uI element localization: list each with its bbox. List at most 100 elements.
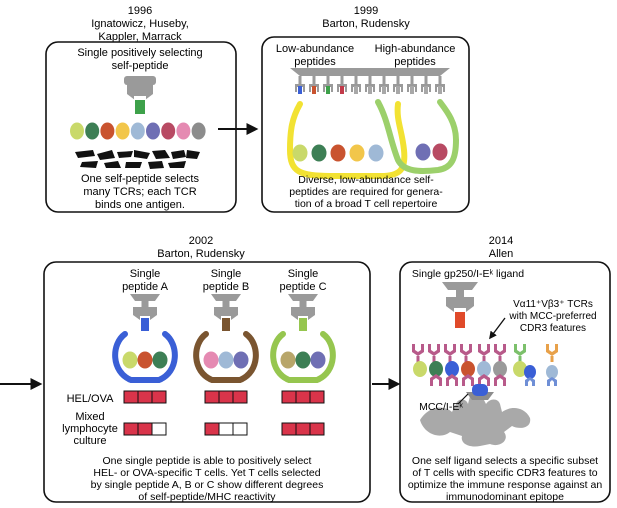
panel3-caption-line1: One single peptide is able to positively… xyxy=(103,455,312,467)
tcell xyxy=(122,351,138,369)
peptide xyxy=(382,86,386,94)
panel2-mhc-array xyxy=(290,68,450,94)
panel4-caption-line3: optimize the immune response against an xyxy=(408,479,603,491)
hel-box xyxy=(295,390,311,404)
peptide xyxy=(312,86,316,94)
peptide xyxy=(410,86,414,94)
mhc-head xyxy=(288,294,318,301)
panel1-authors-line2: Kappler, Marrack xyxy=(98,31,182,43)
panel3-group-c xyxy=(270,294,336,436)
peptide xyxy=(299,318,307,331)
panel4-heading: Single gp250/I-Eᵏ ligand xyxy=(412,268,524,280)
panel1-authors-line1: Ignatowicz, Huseby, xyxy=(91,18,189,30)
mhc-stem xyxy=(424,76,428,84)
mhc-stem xyxy=(340,76,344,84)
panel2-label-high-line2: peptides xyxy=(394,56,436,68)
tcell xyxy=(70,122,84,140)
tcell xyxy=(292,144,308,162)
tcell xyxy=(218,351,234,369)
panel4-authors: Allen xyxy=(489,248,513,260)
mhc-groove xyxy=(421,84,431,92)
hel-box xyxy=(232,390,248,404)
hel-box xyxy=(123,390,139,404)
mhc-groove xyxy=(295,84,305,92)
mhc-stem xyxy=(396,76,400,84)
panel1-mhc-peptide-icon xyxy=(124,76,156,114)
panel3-peptide-a-line1: Single xyxy=(130,268,161,280)
panel2-caption-line3: tion of a broad T cell repertoire xyxy=(295,198,438,210)
tcr-stem xyxy=(416,356,420,362)
panel2-caption-line1: Diverse, low-abundance self- xyxy=(298,174,434,186)
panel1-heading-line2: self-peptide xyxy=(112,60,169,72)
tcr-stem xyxy=(432,356,436,362)
panel3-peptide-c-line1: Single xyxy=(288,268,319,280)
mhc-stem xyxy=(382,76,386,84)
mixed-box xyxy=(151,422,167,436)
mhc-groove xyxy=(309,84,319,92)
tcell xyxy=(191,122,206,140)
panel3-row-label-mixed-line2: lymphocyte xyxy=(62,423,118,435)
tcr xyxy=(525,377,535,386)
tcell xyxy=(524,365,536,379)
panel2-year: 1999 xyxy=(354,5,378,17)
tcell xyxy=(233,351,249,369)
tcr xyxy=(478,374,490,386)
mixed-box xyxy=(295,422,311,436)
tcell xyxy=(368,144,384,162)
hel-box xyxy=(309,390,325,404)
panel3-peptide-b-line2: peptide B xyxy=(203,281,249,293)
mhc-head xyxy=(211,294,241,301)
mhc-stem xyxy=(298,76,302,84)
tcell xyxy=(130,122,145,140)
selection-arc xyxy=(270,331,336,383)
selection-arc xyxy=(193,331,259,383)
tcell xyxy=(445,361,459,377)
panel4-mhc-peptide-icon xyxy=(442,282,478,328)
panel3-row-label-mixed-line1: Mixed xyxy=(75,411,104,423)
panel3-peptide-b-line1: Single xyxy=(211,268,242,280)
tcell xyxy=(146,122,160,140)
panel4-caption-line4: immunodominant epitope xyxy=(446,491,564,503)
panel4-tcr-label-line1: Vα11⁺Vβ3⁺ TCRs xyxy=(513,299,593,310)
panel3-caption-line4: of self-peptide/MHC reactivity xyxy=(138,491,276,503)
tcr xyxy=(478,344,490,356)
panel3-row-label-mixed-line3: culture xyxy=(73,435,106,447)
panel4-caption-line1: One self ligand selects a specific subse… xyxy=(412,455,598,467)
panel3-selection-groups xyxy=(112,294,336,436)
mhc-stem xyxy=(222,301,230,308)
tcell xyxy=(513,361,527,377)
tcell xyxy=(330,144,346,162)
panel1-tcell-row xyxy=(70,122,206,140)
panel4-year: 2014 xyxy=(489,235,513,247)
mhc-stem xyxy=(438,76,442,84)
panel3-group-a xyxy=(112,294,178,436)
tcell xyxy=(477,361,491,377)
hel-box xyxy=(204,390,220,404)
panel1-antigen-shapes xyxy=(75,150,200,169)
panel4-tcr-pointer xyxy=(489,317,506,340)
panel2-label-low-line2: peptides xyxy=(294,56,336,68)
panel4-tcr-cluster xyxy=(412,344,558,386)
tcell xyxy=(429,361,443,377)
panel1-caption-line1: One self-peptide selects xyxy=(81,173,200,185)
peptide xyxy=(368,86,372,94)
panel2-tcell-row xyxy=(292,143,448,162)
mhc-groove xyxy=(365,84,375,92)
peptide xyxy=(141,318,149,331)
mhc-head xyxy=(130,294,160,301)
tcell xyxy=(137,351,153,369)
mhc-groove xyxy=(214,307,238,320)
tcr xyxy=(547,377,557,386)
panel2-box xyxy=(261,36,470,213)
tcell xyxy=(115,122,130,140)
tcr-stem xyxy=(464,356,468,362)
panel3-year: 2002 xyxy=(189,235,213,247)
tcell xyxy=(432,143,448,161)
tcell xyxy=(310,351,326,369)
hel-box xyxy=(151,390,167,404)
tcr xyxy=(430,374,442,386)
peptide xyxy=(326,86,330,94)
panel4-thymic-epithelial-cell xyxy=(420,391,531,447)
mixed-box xyxy=(204,422,220,436)
